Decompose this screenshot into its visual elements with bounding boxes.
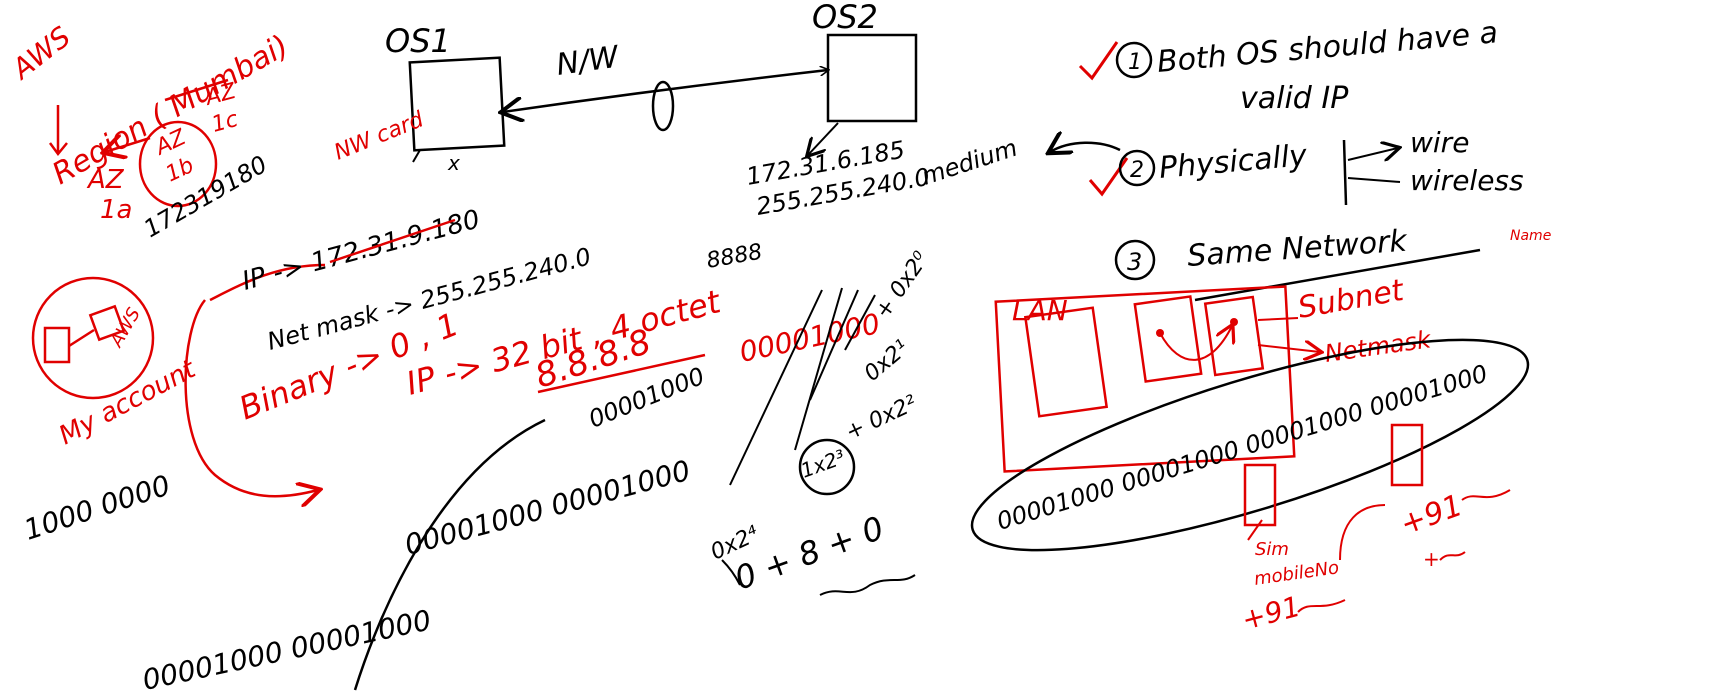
pow-0: + 0x2⁰ bbox=[870, 247, 934, 323]
sum-wave bbox=[819, 574, 916, 596]
left-number: 1000 0000 bbox=[20, 468, 174, 546]
os1-ip-short: 172319180 bbox=[139, 150, 272, 243]
rule3-text: Same Network bbox=[1186, 224, 1409, 274]
rule2-wire: wire bbox=[1410, 126, 1469, 159]
os1-nw-x: x bbox=[447, 151, 460, 175]
binary-section: Binary -> 0 , 1 IP -> 32 bit , 4 octet 8… bbox=[20, 240, 934, 697]
rule2-brace bbox=[1342, 139, 1348, 206]
rule2-check bbox=[1088, 157, 1129, 197]
account-box-left bbox=[43, 326, 71, 364]
netmask-pointer bbox=[1257, 345, 1320, 352]
lan-section: LAN Subnet Netmask 00001000 00001000 000… bbox=[970, 273, 1530, 637]
lan-binary-ellipse bbox=[970, 338, 1530, 552]
rule2-number bbox=[1118, 149, 1156, 187]
row3-curve bbox=[353, 418, 546, 691]
pow-line-0 bbox=[844, 294, 876, 351]
rule1-number bbox=[1115, 41, 1153, 79]
rule3-number bbox=[1114, 239, 1156, 281]
account-box-right bbox=[88, 304, 126, 342]
az-1c-sub: 1c bbox=[209, 107, 241, 138]
region-underline bbox=[164, 78, 229, 102]
az-1a-sub: 1a bbox=[100, 195, 132, 225]
aws-inner-label: AWS bbox=[106, 304, 145, 351]
octet-sample: 8888 bbox=[705, 240, 764, 274]
rule2-arrow-wire bbox=[1347, 148, 1398, 160]
os2-label: OS2 bbox=[812, 0, 878, 36]
account-circle bbox=[31, 276, 155, 400]
mobile-curve bbox=[1339, 504, 1386, 561]
rule1-check bbox=[1078, 41, 1119, 81]
binary-sum: 0 + 8 + 0 bbox=[730, 509, 889, 598]
mobile-label: mobileNo bbox=[1253, 557, 1341, 590]
account-link bbox=[68, 328, 95, 348]
my-account-label: My account bbox=[54, 354, 201, 451]
my-account-top-arrow bbox=[209, 263, 326, 302]
link-cable-mark bbox=[651, 80, 675, 132]
plus91-b: +91 bbox=[1238, 590, 1304, 637]
plus91-a: +91 bbox=[1396, 488, 1467, 543]
az-1b-circle bbox=[138, 120, 218, 208]
sum-underline-a bbox=[721, 559, 741, 586]
os1-label: OS1 bbox=[385, 22, 451, 60]
os2-group: OS2 172.31.6.185 255.255.240.0 medium bbox=[744, 0, 1121, 221]
rule2-wireless: wireless bbox=[1410, 164, 1524, 197]
subnet-pointer bbox=[1257, 317, 1299, 321]
svg-text:2: 2 bbox=[1130, 158, 1144, 183]
svg-text:1: 1 bbox=[1128, 50, 1142, 75]
plus91-a-wave bbox=[1461, 489, 1511, 501]
medium-arrow bbox=[1050, 143, 1121, 152]
os2-pointer bbox=[808, 122, 839, 155]
sim-label: Sim bbox=[1255, 539, 1289, 560]
link-group: N/W bbox=[503, 39, 829, 132]
octets-underline bbox=[537, 353, 706, 394]
os2-box bbox=[826, 33, 918, 123]
sim-device bbox=[1243, 463, 1277, 527]
my-account-arrow bbox=[184, 299, 318, 496]
os1-ip-underline bbox=[329, 218, 456, 264]
rule1-text-2: valid IP bbox=[1240, 81, 1349, 116]
phone-device bbox=[1390, 423, 1424, 487]
az-1a-label: AZ bbox=[86, 165, 125, 195]
svg-text:3: 3 bbox=[1127, 248, 1142, 276]
os1-box bbox=[408, 56, 506, 152]
lan-dot-2 bbox=[1230, 318, 1238, 326]
sim-arrow bbox=[1247, 519, 1263, 541]
pow-1: 0x2¹ bbox=[860, 335, 914, 386]
lan-device-1 bbox=[1023, 306, 1109, 418]
row3: 00001000 00001000 bbox=[140, 603, 434, 696]
lan-label: LAN bbox=[1012, 294, 1068, 327]
lan-link bbox=[1159, 326, 1232, 361]
rule1-text: Both OS should have a bbox=[1156, 15, 1500, 80]
aws-down-arrow bbox=[48, 105, 68, 157]
plus-short: + bbox=[1423, 547, 1440, 571]
lan-box bbox=[994, 285, 1296, 473]
pow-line-2 bbox=[794, 287, 843, 451]
os1-nw-pointer bbox=[412, 149, 421, 163]
pow-line-3 bbox=[729, 289, 823, 486]
rule3-underline bbox=[1194, 248, 1481, 302]
rule2-text: Physically bbox=[1158, 138, 1310, 186]
lan-device-2 bbox=[1133, 295, 1203, 383]
aws-title: AWS bbox=[4, 20, 76, 87]
rule3-note: Name bbox=[1510, 228, 1551, 244]
link-line bbox=[503, 68, 829, 112]
link-label: N/W bbox=[554, 39, 622, 83]
plus91-b-wave bbox=[1297, 599, 1346, 613]
az-arrow bbox=[105, 138, 151, 152]
pow-2: + 0x2² bbox=[842, 391, 921, 446]
plus-short-wave bbox=[1439, 551, 1466, 561]
pow-3-circle bbox=[798, 438, 856, 496]
pow-line-1 bbox=[809, 289, 859, 401]
lan-device-3 bbox=[1203, 295, 1265, 377]
os2-medium: medium bbox=[918, 134, 1020, 191]
rules-section: 1 Both OS should have a valid IP 2 Physi… bbox=[1078, 15, 1551, 302]
rule2-arrow-wireless bbox=[1347, 177, 1401, 183]
